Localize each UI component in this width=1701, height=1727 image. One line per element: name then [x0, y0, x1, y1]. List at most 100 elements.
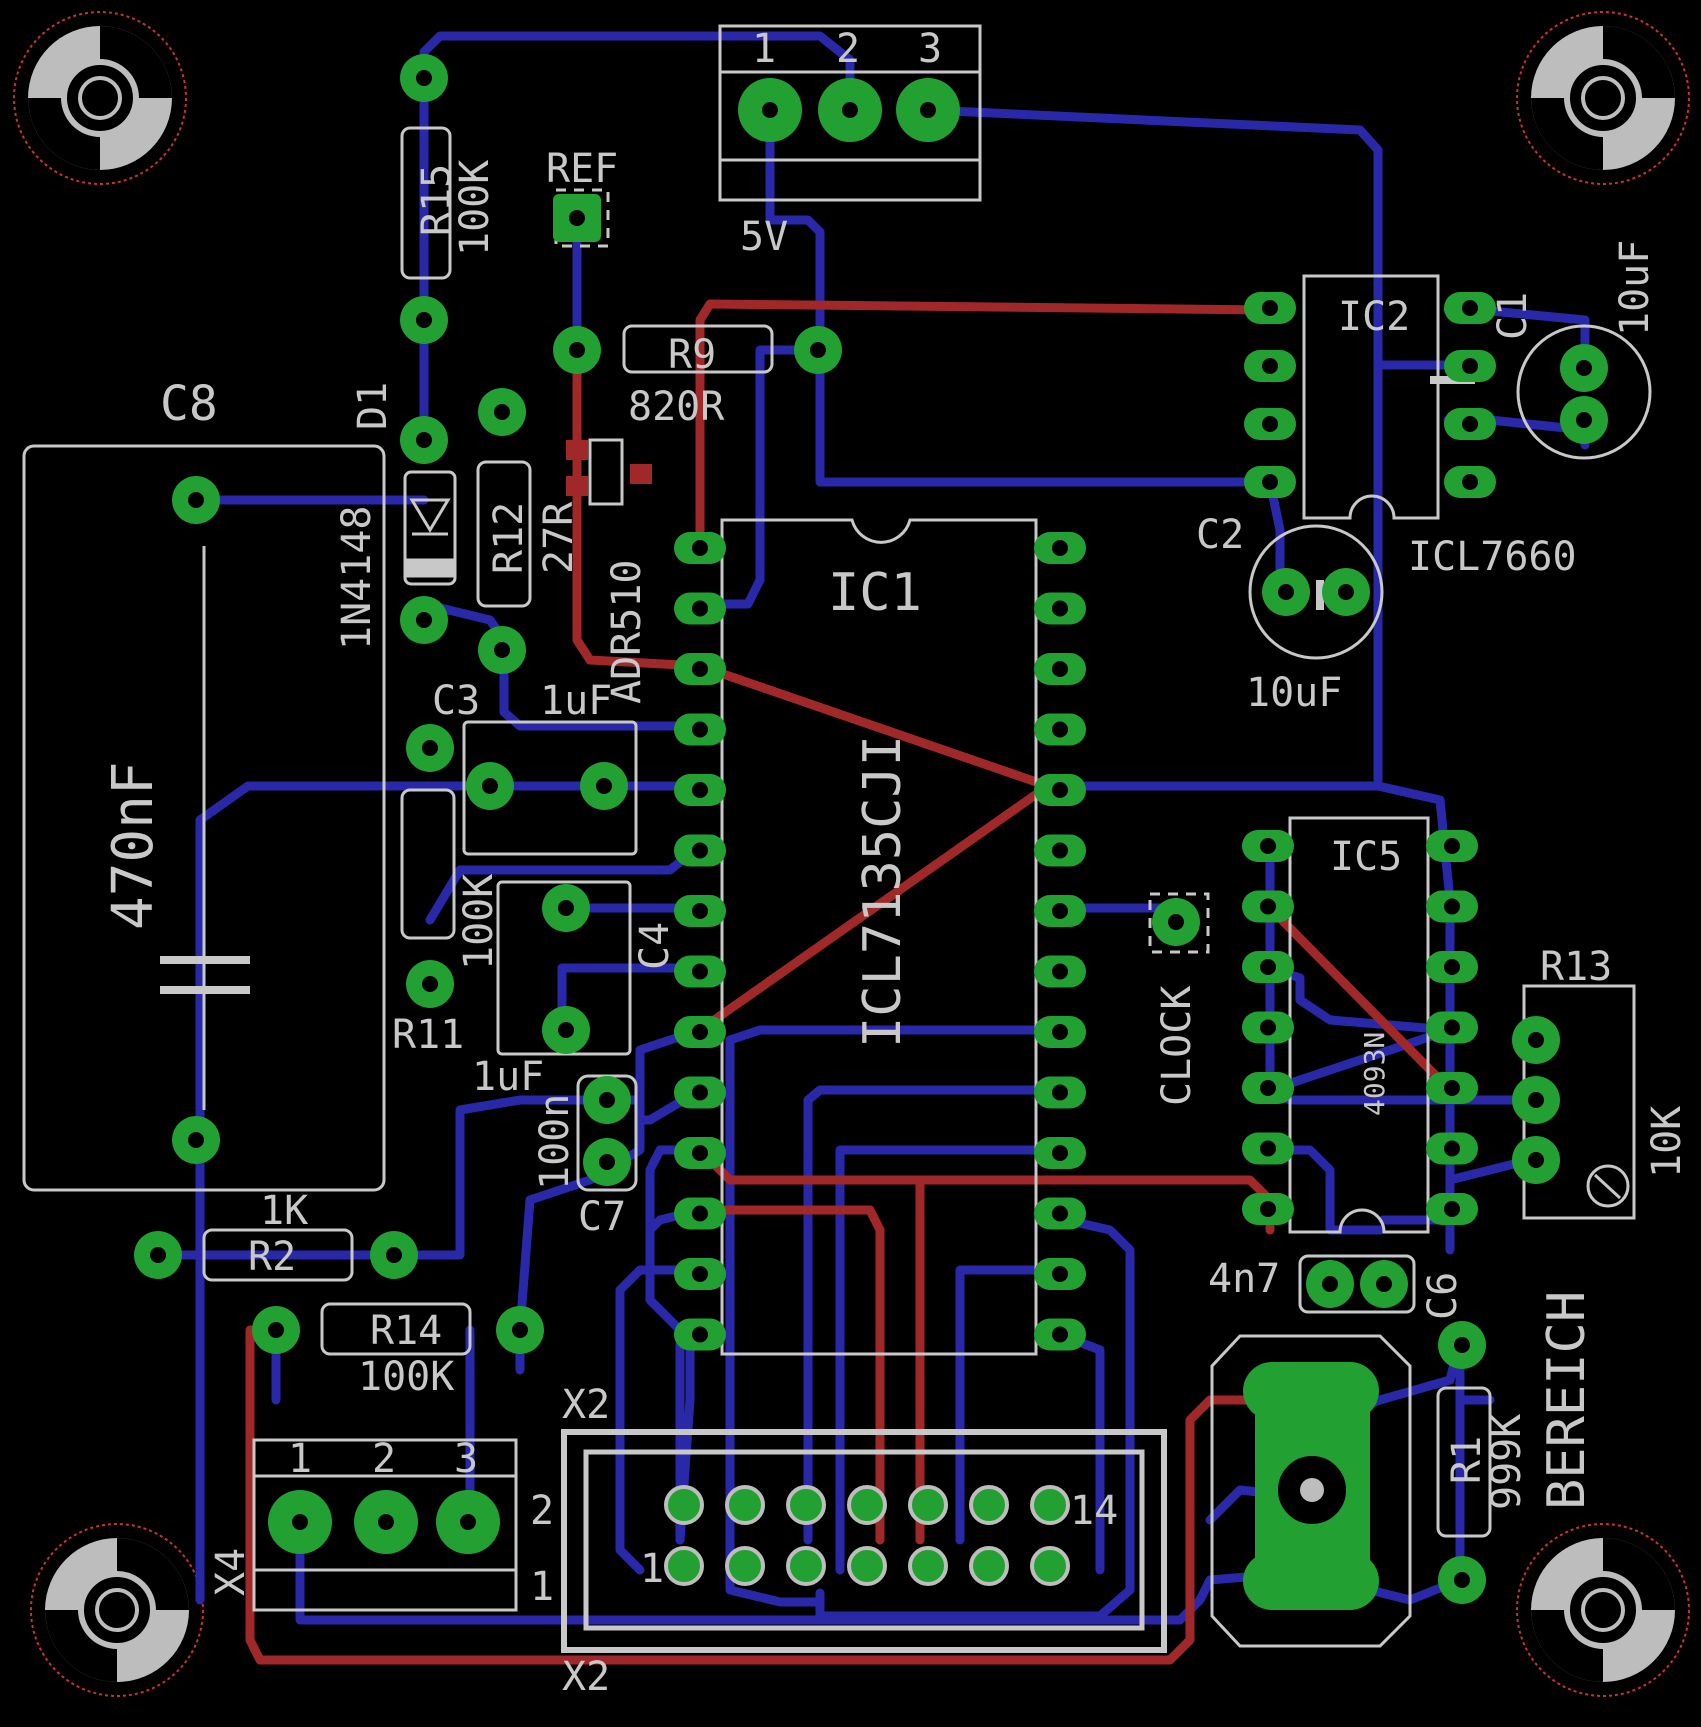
ic1-pin-left: [674, 774, 726, 806]
ic2-pin-left: [1244, 466, 1296, 498]
c1-pad: [1560, 344, 1608, 392]
c3-pad: [580, 762, 628, 810]
ic5-value: 4093N: [1358, 1032, 1391, 1116]
ic5-pin-right: [1426, 1193, 1478, 1225]
r11-label: R11: [392, 1012, 464, 1058]
x2-pin: [847, 1485, 887, 1525]
r9-pad: [794, 326, 842, 374]
x4-terminal: [436, 1490, 500, 1554]
clock-label: CLOCK: [1154, 986, 1200, 1106]
x2-pin: [847, 1546, 887, 1586]
ic1-pin-right: [1034, 713, 1086, 746]
x2-pin: [1030, 1485, 1070, 1525]
mounting-hole-top-left: [13, 11, 187, 185]
c8-pad: [172, 1116, 220, 1164]
ic1-label: IC1: [828, 563, 922, 623]
d1-label: D1: [350, 382, 396, 430]
r12-outline: [476, 460, 532, 608]
c3-pad: [466, 762, 514, 810]
ic5-pin-left: [1242, 951, 1294, 983]
r13-label: R13: [1540, 944, 1612, 990]
r12-value: 27R: [536, 501, 582, 574]
ic5-outline: [1288, 816, 1430, 1234]
r11-pad: [406, 724, 454, 772]
x2-pin: [969, 1546, 1009, 1586]
ic2-label: IC2: [1338, 294, 1410, 340]
ic2-value: ICL7660: [1408, 534, 1577, 580]
silkscreen-text: C8 470nF D1 1N4148 R15 100K REF R9 820R …: [101, 26, 1690, 1700]
ic1-pin-left: [674, 532, 726, 564]
d1-pad: [400, 416, 448, 464]
c6-value: 4n7: [1208, 1256, 1280, 1302]
d1-pad: [400, 596, 448, 644]
ic5-pin-right: [1426, 1011, 1478, 1044]
r13-pad: [1512, 1136, 1560, 1184]
ic1-pin-left: [674, 592, 726, 625]
ic1-outline: [720, 518, 1038, 1356]
ic1-pin-left: [674, 895, 726, 927]
c1-outline: [1516, 324, 1652, 460]
c2-pad: [1262, 568, 1310, 616]
ref-pad: [553, 194, 601, 242]
x2-pin: [786, 1546, 826, 1586]
ic5-pin-left: [1242, 1132, 1294, 1165]
adr510-part: [566, 438, 652, 506]
ic1-pin-left: [674, 1197, 726, 1230]
x2-pin: [725, 1485, 765, 1525]
r12-pad: [478, 626, 526, 674]
r1-pad: [1438, 1556, 1486, 1604]
r9-outline: [622, 324, 774, 374]
ic1-pin-left: [674, 955, 726, 988]
r15-value: 100K: [452, 160, 498, 256]
x4-pin3: 3: [454, 1436, 478, 1482]
ic1-pin-left: [674, 1076, 726, 1109]
r12-label: R12: [486, 502, 532, 574]
x2-pin1-label: 1: [640, 1546, 664, 1592]
c7-pad: [583, 1076, 631, 1124]
bereich-label: BEREICH: [1537, 1291, 1597, 1510]
mounting-hole-top-right: [1516, 11, 1690, 185]
ic1-pin-right: [1034, 1258, 1086, 1290]
ic5-pin-right: [1426, 830, 1478, 862]
r13-pad: [1512, 1076, 1560, 1124]
r12-pad: [478, 388, 526, 436]
ic2-pin-left: [1244, 350, 1296, 382]
r9-pad: [553, 326, 601, 374]
ic5-pin-left: [1242, 1072, 1294, 1104]
ic1-pin-left: [674, 1318, 726, 1351]
ic1-pin-right: [1034, 1076, 1086, 1109]
d1-value: 1N4148: [334, 506, 380, 651]
j1-terminal: [738, 78, 802, 142]
ic2-pin-right: [1444, 292, 1496, 324]
c6-label: C6: [1420, 1272, 1466, 1320]
r1-outline: [1436, 1386, 1492, 1538]
ic1-pin-right: [1034, 955, 1086, 988]
j1-pin1: 1: [752, 26, 776, 72]
c2-pad: [1322, 568, 1370, 616]
r2-pad: [134, 1231, 182, 1279]
bereich-pads: [1243, 1362, 1379, 1610]
adr-label: ADR510: [604, 560, 650, 705]
x2-row1-label: 1: [530, 1564, 554, 1610]
x4-terminal: [354, 1490, 418, 1554]
c6-pad: [1360, 1260, 1408, 1308]
x2-outline: [561, 1429, 1167, 1653]
r11-pad: [406, 960, 454, 1008]
r9-label: R9: [668, 332, 716, 378]
c4-pad: [542, 884, 590, 932]
c6-pad: [1306, 1260, 1354, 1308]
c4-outline: [496, 880, 632, 1056]
x4-label: X4: [208, 1548, 254, 1596]
r1-label: R1: [1444, 1436, 1490, 1484]
r1-pad: [1438, 1321, 1486, 1369]
bereich-outline: [1210, 1334, 1412, 1648]
ic1-pin-right: [1034, 1137, 1086, 1169]
ic2-pin-left: [1244, 292, 1296, 324]
r15-outline: [400, 126, 452, 280]
ic1-pin-right: [1034, 774, 1086, 806]
x2-bottom-label: X2: [562, 1654, 610, 1700]
ic5-pin-right: [1426, 951, 1478, 983]
top-copper-traces: [245, 299, 1455, 1665]
pads: [134, 54, 1608, 1604]
r14-pad: [496, 1306, 544, 1354]
